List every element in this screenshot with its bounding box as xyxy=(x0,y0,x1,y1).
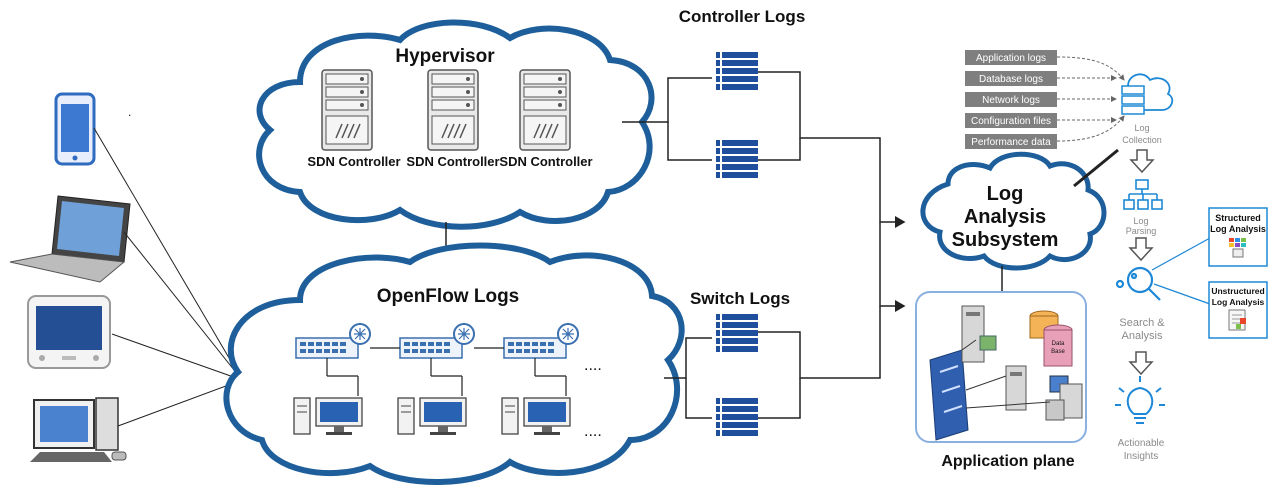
openflow-cloud xyxy=(223,242,685,486)
log-collection-label: Collection xyxy=(1122,135,1162,145)
search-analysis-icon xyxy=(1115,266,1161,301)
down-arrow-icon xyxy=(1128,351,1154,376)
log-collection-icon xyxy=(1121,73,1174,115)
subsystem-to-pipeline-link xyxy=(1073,148,1119,188)
log-source-list: Application logs Database logs Network l… xyxy=(965,50,1057,149)
unstructured-analysis-label: Log Analysis xyxy=(1212,297,1265,307)
stray-dot: . xyxy=(128,105,131,119)
log-source-label: Network logs xyxy=(982,95,1040,106)
log-source-arrows xyxy=(1056,56,1125,142)
workstation-icon xyxy=(1045,375,1083,421)
desktop-computer-icon xyxy=(30,397,127,462)
log-source-label: Database logs xyxy=(979,74,1043,85)
lightbulb-icon xyxy=(1115,376,1165,424)
actionable-insights-label: Actionable xyxy=(1118,438,1165,449)
device-connection-lines xyxy=(93,127,243,427)
network-switch-icon xyxy=(929,349,969,441)
log-stack-icon xyxy=(716,52,758,90)
log-collection-label: Log xyxy=(1134,123,1149,133)
analysis-branch-lines xyxy=(1151,237,1211,305)
search-analysis-label: Search & xyxy=(1119,317,1165,329)
hypervisor-title: Hypervisor xyxy=(395,46,495,67)
log-parsing-icon xyxy=(1123,179,1163,210)
log-parsing-label: Log xyxy=(1133,216,1148,226)
log-stack-icon xyxy=(716,314,758,352)
ellipsis-bottom: .... xyxy=(584,423,602,440)
subsystem-line-1: Log xyxy=(987,183,1024,205)
sdn-controller-label: SDN Controller xyxy=(307,154,400,169)
ellipsis-top: .... xyxy=(584,357,602,374)
server-icon xyxy=(427,69,479,151)
server-icon xyxy=(519,69,571,151)
openflow-title: OpenFlow Logs xyxy=(377,286,520,307)
down-arrow-icon xyxy=(1128,237,1154,262)
switch-links xyxy=(326,347,567,396)
search-analysis-label: Analysis xyxy=(1122,330,1163,342)
down-arrow-icon xyxy=(1129,149,1155,174)
log-source-label: Application logs xyxy=(976,53,1046,64)
structured-analysis-label: Structured xyxy=(1215,213,1261,223)
log-flow-lines xyxy=(622,71,906,419)
log-source-label: Configuration files xyxy=(971,116,1051,127)
structured-analysis-label: Log Analysis xyxy=(1210,224,1266,234)
log-stack-icon xyxy=(716,140,758,178)
switch-logs-title: Switch Logs xyxy=(690,289,790,308)
laptop-icon xyxy=(9,195,131,283)
database-label: Base xyxy=(1051,349,1065,355)
app-server-icon xyxy=(961,305,997,363)
tablet-device-icon xyxy=(27,295,111,369)
smartphone-icon xyxy=(54,92,96,166)
log-analysis-subsystem-cloud xyxy=(920,151,1107,271)
sdn-controller-label: SDN Controller xyxy=(499,154,592,169)
structured-grid-icon xyxy=(1229,238,1246,258)
log-parsing-label: Parsing xyxy=(1126,226,1157,236)
subsystem-line-2: Analysis xyxy=(964,206,1046,228)
application-links xyxy=(961,339,1051,409)
log-source-label: Performance data xyxy=(971,137,1051,148)
log-stack-icon xyxy=(716,398,758,436)
actionable-insights-label: Insights xyxy=(1124,451,1158,462)
subsystem-line-3: Subsystem xyxy=(952,229,1059,251)
unstructured-analysis-label: Unstructured xyxy=(1211,286,1264,296)
sdn-controller-label: SDN Controller xyxy=(406,154,499,169)
database-label: Data xyxy=(1052,341,1065,347)
unstructured-document-icon xyxy=(1228,309,1246,331)
server-icon xyxy=(321,69,373,151)
controller-logs-title: Controller Logs xyxy=(679,7,806,26)
application-plane-title: Application plane xyxy=(941,453,1074,470)
database-icon: Data Base xyxy=(1029,310,1073,367)
app-server-icon xyxy=(1005,365,1027,411)
